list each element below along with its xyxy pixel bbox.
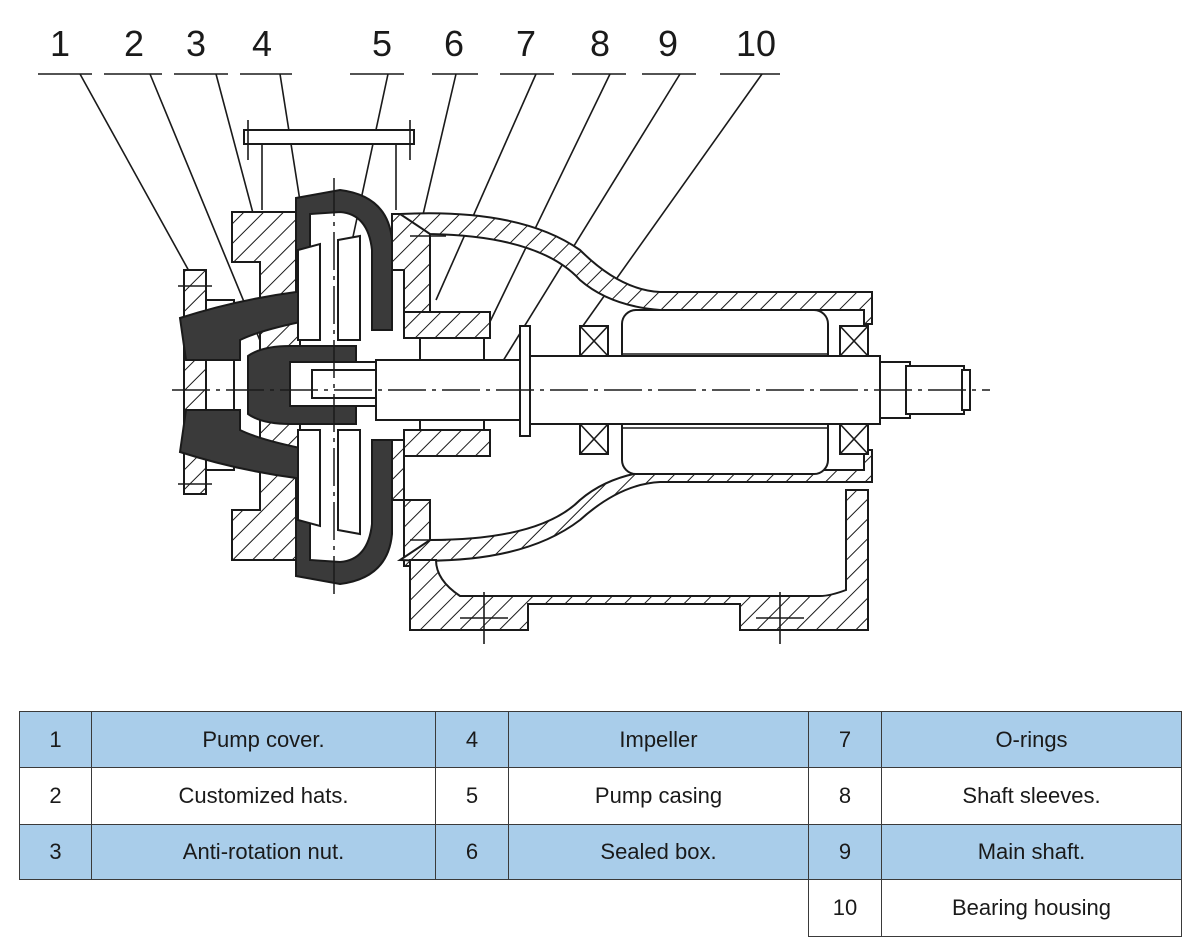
callout-10: 10 bbox=[736, 23, 776, 64]
pump-cross-section-diagram: 1 2 3 4 5 6 7 8 9 10 bbox=[38, 23, 990, 644]
callout-8: 8 bbox=[590, 23, 610, 64]
bearing-housing-base bbox=[409, 489, 869, 631]
callout-1: 1 bbox=[50, 23, 70, 64]
legend-name-1: Pump cover. bbox=[91, 711, 436, 768]
callout-2: 2 bbox=[124, 23, 144, 64]
base-bolts bbox=[410, 235, 804, 644]
legend-name-2: Customized hats. bbox=[91, 767, 436, 825]
callout-4: 4 bbox=[252, 23, 272, 64]
sealed-box bbox=[391, 213, 491, 567]
legend-num-5: 5 bbox=[435, 767, 509, 825]
callout-5: 5 bbox=[372, 23, 392, 64]
legend-num-6: 6 bbox=[435, 824, 509, 880]
legend-name-6: Sealed box. bbox=[508, 824, 809, 880]
legend-name-7: O-rings bbox=[881, 711, 1182, 768]
callout-3: 3 bbox=[186, 23, 206, 64]
legend-name-4: Impeller bbox=[508, 711, 809, 768]
legend-num-4: 4 bbox=[435, 711, 509, 768]
legend-num-1: 1 bbox=[19, 711, 92, 768]
legend-name-10: Bearing housing bbox=[881, 879, 1182, 937]
legend-num-7: 7 bbox=[808, 711, 882, 768]
legend-num-2: 2 bbox=[19, 767, 92, 825]
bearing-housing bbox=[396, 212, 873, 325]
callout-numbers: 1 2 3 4 5 6 7 8 9 10 bbox=[50, 23, 776, 64]
legend-name-8: Shaft sleeves. bbox=[881, 767, 1182, 825]
legend-name-9: Main shaft. bbox=[881, 824, 1182, 880]
rubber-liner bbox=[178, 188, 393, 361]
discharge-flange bbox=[243, 120, 415, 210]
legend-num-8: 8 bbox=[808, 767, 882, 825]
callout-6: 6 bbox=[444, 23, 464, 64]
bearings bbox=[579, 325, 869, 455]
callout-7: 7 bbox=[516, 23, 536, 64]
legend-num-9: 9 bbox=[808, 824, 882, 880]
legend-name-5: Pump casing bbox=[508, 767, 809, 825]
legend-num-3: 3 bbox=[19, 824, 92, 880]
impeller bbox=[247, 234, 377, 536]
legend-name-3: Anti-rotation nut. bbox=[91, 824, 436, 880]
legend-num-10: 10 bbox=[808, 879, 882, 937]
callout-9: 9 bbox=[658, 23, 678, 64]
